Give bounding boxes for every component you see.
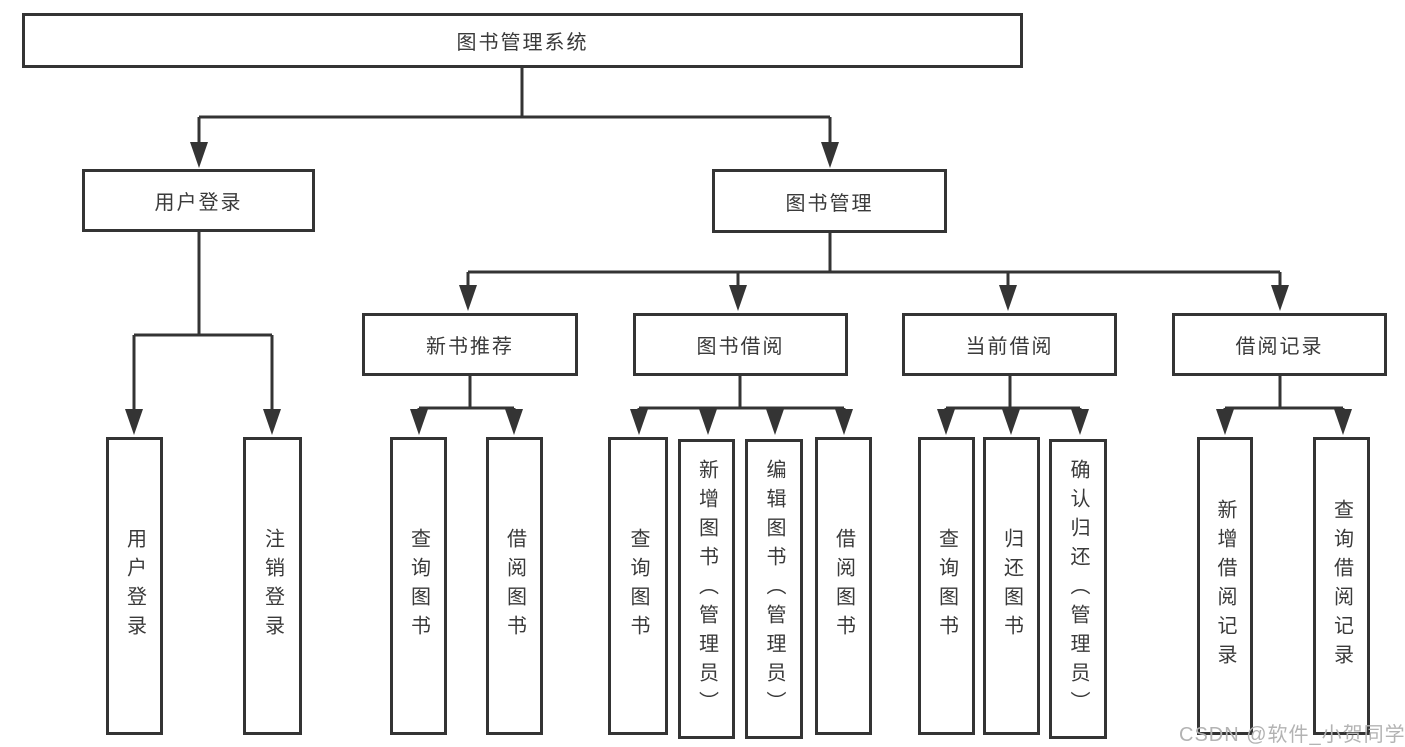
- leaf-borrow-books: 借阅图书: [815, 437, 872, 735]
- csdn-watermark: CSDN @软件_小贺同学: [1179, 724, 1405, 746]
- leaf-borrow-books-label: 借阅图书: [832, 528, 855, 644]
- arrow-to-leaf-user-login: [125, 409, 143, 435]
- node-current-borrow: 当前借阅: [902, 313, 1117, 376]
- leaf-edit-books-admin: 编辑图书（管理员）: [745, 439, 803, 739]
- arrow-to-leaf-query-borrow-record: [1334, 409, 1352, 435]
- leaf-return-books-label: 归还图书: [1000, 528, 1023, 644]
- leaf-add-books-admin-label: 新增图书（管理员）: [695, 458, 718, 720]
- leaf-borrow-books-recommend: 借阅图书: [486, 437, 543, 735]
- arrow-to-book-management: [821, 142, 839, 168]
- arrow-to-leaf-confirm-return-admin: [1071, 409, 1089, 435]
- node-borrow-records-label: 借阅记录: [1235, 336, 1324, 358]
- leaf-logout: 注销登录: [243, 437, 302, 735]
- node-root: 图书管理系统: [22, 13, 1023, 68]
- leaf-confirm-return-admin-label: 确认归还（管理员）: [1067, 458, 1089, 720]
- arrowheads: [125, 142, 1352, 435]
- leaf-confirm-return-admin: 确认归还（管理员）: [1049, 439, 1107, 739]
- arrow-to-leaf-query-books-recommend: [410, 409, 428, 435]
- node-book-borrow: 图书借阅: [633, 313, 848, 376]
- leaf-logout-label: 注销登录: [261, 528, 284, 644]
- arrow-to-leaf-query-books-borrow: [630, 409, 648, 435]
- node-new-book-recommend-label: 新书推荐: [426, 336, 514, 358]
- arrow-to-borrow-records: [1271, 285, 1289, 311]
- leaf-query-books-recommend-label: 查询图书: [407, 528, 430, 644]
- arrow-to-leaf-add-borrow-record: [1216, 409, 1234, 435]
- leaf-borrow-books-recommend-label: 借阅图书: [503, 528, 526, 644]
- arrow-to-leaf-add-books-admin: [699, 409, 717, 435]
- arrow-to-book-borrow: [729, 285, 747, 311]
- leaf-query-books-borrow: 查询图书: [608, 437, 668, 735]
- node-book-management: 图书管理: [712, 169, 947, 233]
- leaf-add-borrow-record-label: 新增借阅记录: [1214, 499, 1236, 673]
- arrow-to-leaf-edit-books-admin: [766, 409, 784, 435]
- leaf-add-books-admin: 新增图书（管理员）: [678, 439, 735, 739]
- node-book-management-label: 图书管理: [785, 192, 874, 215]
- leaf-user-login-label: 用户登录: [123, 528, 146, 644]
- arrow-to-new-book-recommend: [459, 285, 477, 311]
- node-user-login: 用户登录: [82, 169, 315, 232]
- arrow-to-leaf-return-books: [1002, 409, 1020, 435]
- arrow-to-current-borrow: [999, 285, 1017, 311]
- node-borrow-records: 借阅记录: [1172, 313, 1387, 376]
- node-current-borrow-label: 当前借阅: [965, 336, 1054, 358]
- leaf-return-books: 归还图书: [983, 437, 1040, 735]
- node-new-book-recommend: 新书推荐: [362, 313, 578, 376]
- node-book-borrow-label: 图书借阅: [696, 336, 785, 358]
- leaf-query-books-current: 查询图书: [918, 437, 975, 735]
- arrow-to-leaf-borrow-books-recommend: [505, 409, 523, 435]
- arrow-to-leaf-query-books-current: [937, 409, 955, 435]
- arrow-to-user-login: [190, 142, 208, 168]
- node-user-login-label: 用户登录: [154, 192, 243, 214]
- leaf-user-login: 用户登录: [106, 437, 163, 735]
- arrow-to-leaf-borrow-books: [835, 409, 853, 435]
- leaf-query-books-recommend: 查询图书: [390, 437, 447, 735]
- leaf-query-borrow-record: 查询借阅记录: [1313, 437, 1370, 735]
- leaf-edit-books-admin-label: 编辑图书（管理员）: [763, 458, 785, 720]
- leaf-query-books-current-label: 查询图书: [935, 528, 958, 644]
- node-root-label: 图书管理系统: [456, 32, 589, 54]
- leaf-query-books-borrow-label: 查询图书: [627, 528, 649, 644]
- leaf-add-borrow-record: 新增借阅记录: [1197, 437, 1253, 735]
- leaf-query-borrow-record-label: 查询借阅记录: [1330, 499, 1353, 673]
- arrow-to-leaf-logout: [263, 409, 281, 435]
